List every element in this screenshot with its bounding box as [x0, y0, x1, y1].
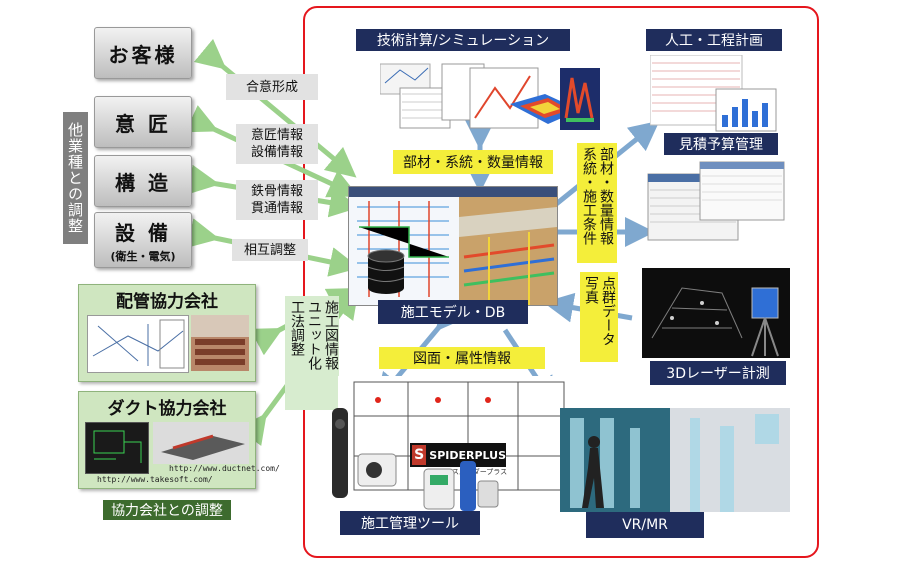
structure-box: 構 造: [94, 155, 192, 207]
equipment-label: 設 備: [115, 220, 171, 245]
duct-partner-panel: ダクト協力会社 http://www.ductnet.com/ http://w…: [78, 391, 280, 489]
meter-devices-image: [420, 455, 500, 515]
parts-info-label: 部材・系統・数量情報: [393, 150, 553, 174]
design-label: 意 匠: [115, 111, 171, 136]
equipment-sub-label: (衛生・電気): [110, 249, 176, 263]
drawing-info-label: 図面・属性情報: [379, 347, 545, 369]
client-box: お客様: [94, 27, 192, 79]
devices-image: [318, 400, 408, 510]
vr-mr-image: [560, 408, 790, 512]
rebar-info-label: 鉄骨情報 貫通情報: [236, 180, 318, 220]
vr-mr-box: VR/MR: [586, 512, 704, 538]
construction-system-frame: [303, 6, 819, 558]
client-label: お客様: [108, 42, 178, 67]
other-trades-label: 他業種との調整: [63, 112, 88, 244]
structure-label: 構 造: [115, 170, 171, 195]
piping-partner-panel: 配管協力会社: [78, 284, 256, 382]
design-box: 意 匠: [94, 96, 192, 148]
consensus-label: 合意形成: [226, 74, 318, 100]
url-ductnet[interactable]: http://www.ductnet.com/: [169, 464, 280, 473]
labor-plan-images: [650, 55, 780, 133]
url-takesoft[interactable]: http://www.takesoft.com/: [97, 475, 213, 484]
design-info-label: 意匠情報 設備情報: [236, 124, 318, 164]
spiderplus-name: SPIDERPLUS: [429, 448, 506, 462]
mgmt-tools-box: 施工管理ツール: [340, 511, 480, 535]
duct-machine-photo: [153, 422, 249, 464]
equipment-box: 設 備 (衛生・電気): [94, 212, 192, 268]
duct-cad-screen: [85, 422, 149, 474]
spiderplus-kana: スパイダープラス: [452, 468, 508, 476]
parts-info-vertical-label: 部材・数量情報 系統・施工条件: [577, 143, 617, 263]
mutual-label: 相互調整: [232, 239, 308, 261]
construction-info-label: 施工図情報 ユニット化 工法調整: [285, 296, 339, 410]
spiderplus-logo: S SPIDERPLUS: [410, 443, 506, 467]
piping-partner-title: 配管協力会社: [116, 292, 218, 312]
simulation-box: 技術計算/シミュレーション: [356, 29, 570, 51]
laser-scan-image: [642, 268, 790, 358]
estimate-images: [640, 160, 786, 250]
subcontractor-coordination-label: 協力会社との調整: [103, 500, 231, 520]
labor-plan-box: 人工・工程計画: [646, 29, 782, 51]
piping-unit-photo: [191, 315, 249, 371]
model-db-box: 施工モデル・DB: [378, 300, 528, 324]
database-icon: [367, 249, 405, 294]
duct-partner-title: ダクト協力会社: [107, 399, 227, 419]
simulation-images: [380, 58, 602, 138]
point-cloud-label: 点群データ 写真: [580, 272, 618, 362]
piping-drawing-image: [87, 315, 189, 373]
laser-box: 3Dレーザー計測: [650, 361, 786, 385]
estimate-box: 見積予算管理: [664, 133, 778, 155]
